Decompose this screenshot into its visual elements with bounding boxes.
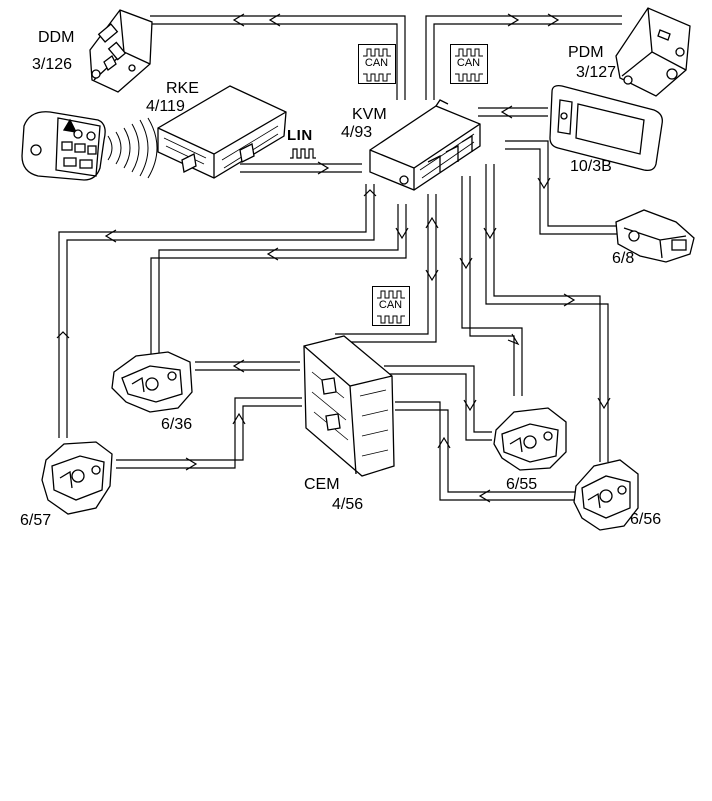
arrow [104,229,117,243]
arrow [563,293,576,307]
lock-6-56-drawing [573,459,639,531]
lock-6-57-id-label: 6/57 [20,512,52,529]
arrow [507,333,520,346]
arrow [232,359,245,373]
arrow [363,189,377,197]
cem-id-label: 4/56 [332,496,364,513]
can-wave-icon [455,48,483,82]
radio-waves-icon [107,117,158,179]
arrow [483,227,497,240]
arrow [437,436,451,449]
arrow [425,216,439,229]
can-bus-icon-cem: CAN [372,286,410,326]
lock-6-57-drawing [41,441,113,515]
arrow [232,13,245,27]
lin-waveform-icon [290,148,316,159]
tailgate-lock-drawing [615,209,695,263]
arrow [537,177,551,190]
rke-id-label: 4/119 [146,98,185,115]
track-cem-6-36 [195,361,300,371]
kvm-name-label: KVM [352,106,387,123]
pdm-id-label: 3/127 [576,64,617,81]
arrow [56,331,70,339]
track-handle-kvm [478,107,548,117]
ddm-id-label: 3/126 [32,56,73,73]
track-kvm-6-36 [150,204,407,358]
pdm-name-label: PDM [568,44,604,61]
lock-6-36-drawing [111,351,193,413]
arrow [463,399,477,412]
key-fob-drawing [21,111,106,181]
arrow [597,397,611,410]
ddm-name-label: DDM [38,29,75,46]
arrow [395,227,409,240]
lock-6-55-id-label: 6/55 [506,476,538,493]
track-kvm-6-56 [485,164,609,462]
track-kvm-6-57 [58,184,375,438]
can-bus-icon-ddm: CAN [358,44,396,84]
lock-6-55-drawing [493,407,567,471]
arrow [266,247,279,261]
arrow [185,457,198,471]
rke-module-drawing [157,85,287,179]
arrow [317,161,330,175]
door-handle-drawing [549,84,663,172]
lin-label: LIN [287,127,313,144]
track-kvm-pdm [425,15,622,100]
track-cem-6-57 [116,397,302,469]
pdm-module-drawing [615,7,691,97]
can-wave-icon [363,48,391,82]
track-kvm-6-55 [461,176,523,396]
can-bus-icon-pdm: CAN [450,44,488,84]
handle-id-label: 10/3B [570,158,612,175]
arrow [507,13,520,27]
cem-name-label: CEM [304,476,340,493]
tailgate-lock-id-label: 6/8 [612,250,635,267]
signal-tracks [58,15,622,501]
arrow [459,257,473,270]
arrow [500,105,513,119]
lock-6-56-id-label: 6/56 [630,511,662,528]
can-label: CAN [456,57,481,69]
cem-module-drawing [303,335,395,477]
ddm-module-drawing [89,9,153,93]
arrow [425,269,439,282]
track-cem-6-56 [395,401,578,501]
rke-name-label: RKE [166,80,199,97]
track-cem-6-55 [384,365,492,441]
track-kvm-cem [335,194,437,343]
kvm-module-drawing [369,99,481,191]
track-kvm-ddm [150,15,406,100]
arrow [232,412,246,425]
arrow [478,489,491,503]
track-rke-kvm [240,163,362,173]
arrow [547,13,560,27]
flow-arrows [56,13,611,503]
can-wave-icon [377,290,405,324]
arrow [268,13,281,27]
track-kvm-tailgate [505,140,618,235]
lock-6-36-id-label: 6/36 [161,416,193,433]
can-label: CAN [364,57,389,69]
kvm-id-label: 4/93 [341,124,373,141]
can-label: CAN [378,299,403,311]
